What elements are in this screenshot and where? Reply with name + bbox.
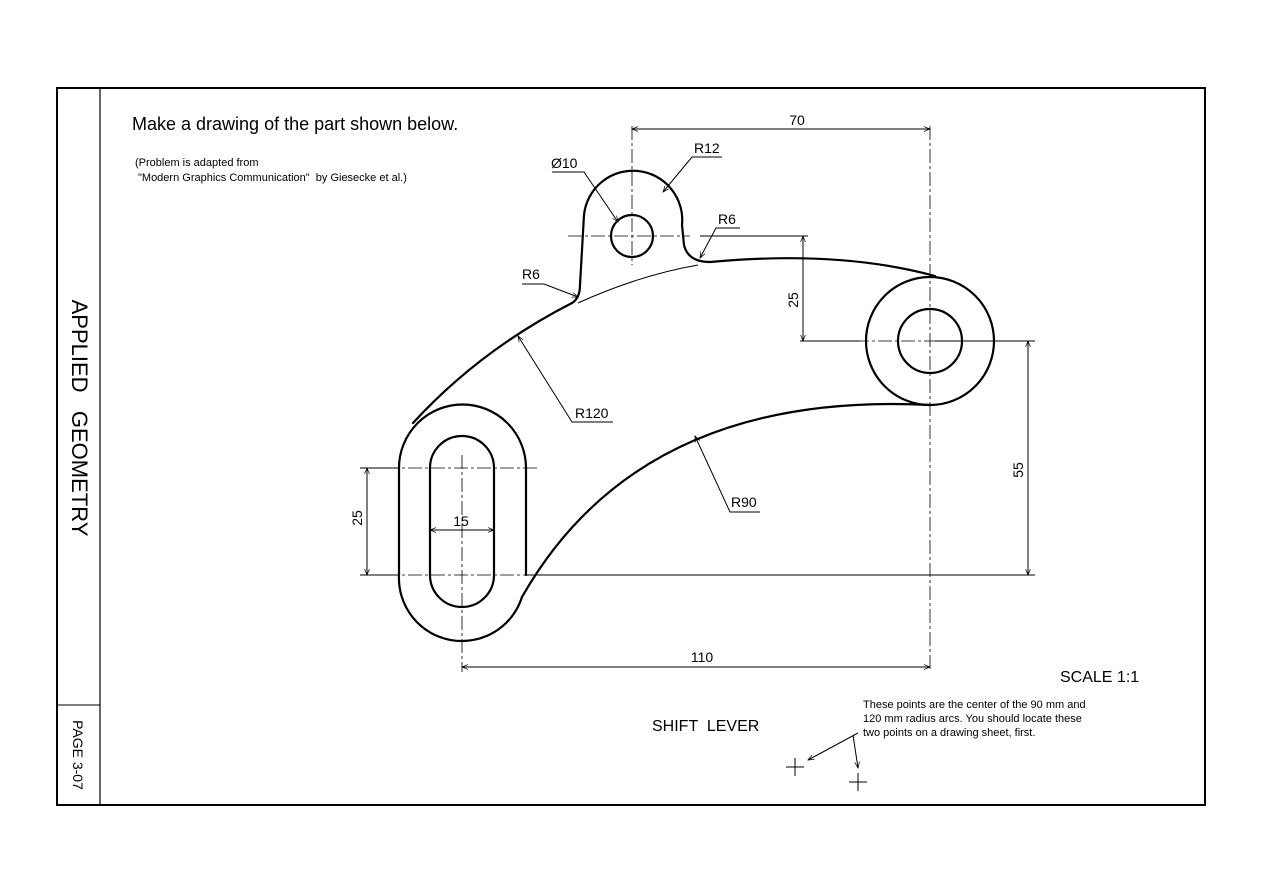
- instruction-text: Make a drawing of the part shown below.: [132, 114, 458, 134]
- dim-r120: R120: [575, 405, 609, 421]
- r90-arc: [520, 402, 932, 599]
- dim-70: 70: [789, 112, 805, 128]
- dim-55: 55: [1010, 462, 1026, 478]
- centers-note-line-2: 120 mm radius arcs. You should locate th…: [863, 713, 1082, 725]
- centers-note-line-3: two points on a drawing sheet, first.: [863, 727, 1035, 739]
- source-line-2: "Modern Graphics Communication" by Giese…: [138, 172, 407, 184]
- leader-lines: [517, 156, 860, 769]
- r120-arc: [411, 301, 574, 425]
- top-arc: [708, 257, 937, 278]
- sheet-border: [56, 87, 1206, 806]
- dim-r90: R90: [731, 494, 757, 510]
- dim-25-left: 25: [349, 510, 365, 526]
- dim-r6-left: R6: [522, 266, 540, 282]
- arc-center-marks: [786, 758, 867, 791]
- sidebar-title: APPLIED GEOMETRY: [67, 300, 92, 537]
- dim-dia10: Ø10: [551, 155, 578, 171]
- dim-110: 110: [691, 649, 714, 665]
- dimension-lines: [360, 126, 1035, 670]
- centers-note-line-1: These points are the center of the 90 mm…: [863, 699, 1086, 711]
- dim-25-right: 25: [785, 292, 801, 308]
- part-outline: [397, 169, 996, 643]
- center-lines: [385, 126, 1005, 672]
- sidebar-page-label: PAGE 3-07: [70, 720, 86, 790]
- part-name: SHIFT LEVER: [652, 718, 759, 735]
- dim-15: 15: [453, 513, 469, 529]
- dim-r12: R12: [694, 140, 720, 156]
- dim-r6-right: R6: [718, 211, 736, 227]
- source-line-1: (Problem is adapted from: [135, 157, 259, 169]
- scale-label: SCALE 1:1: [1060, 669, 1139, 686]
